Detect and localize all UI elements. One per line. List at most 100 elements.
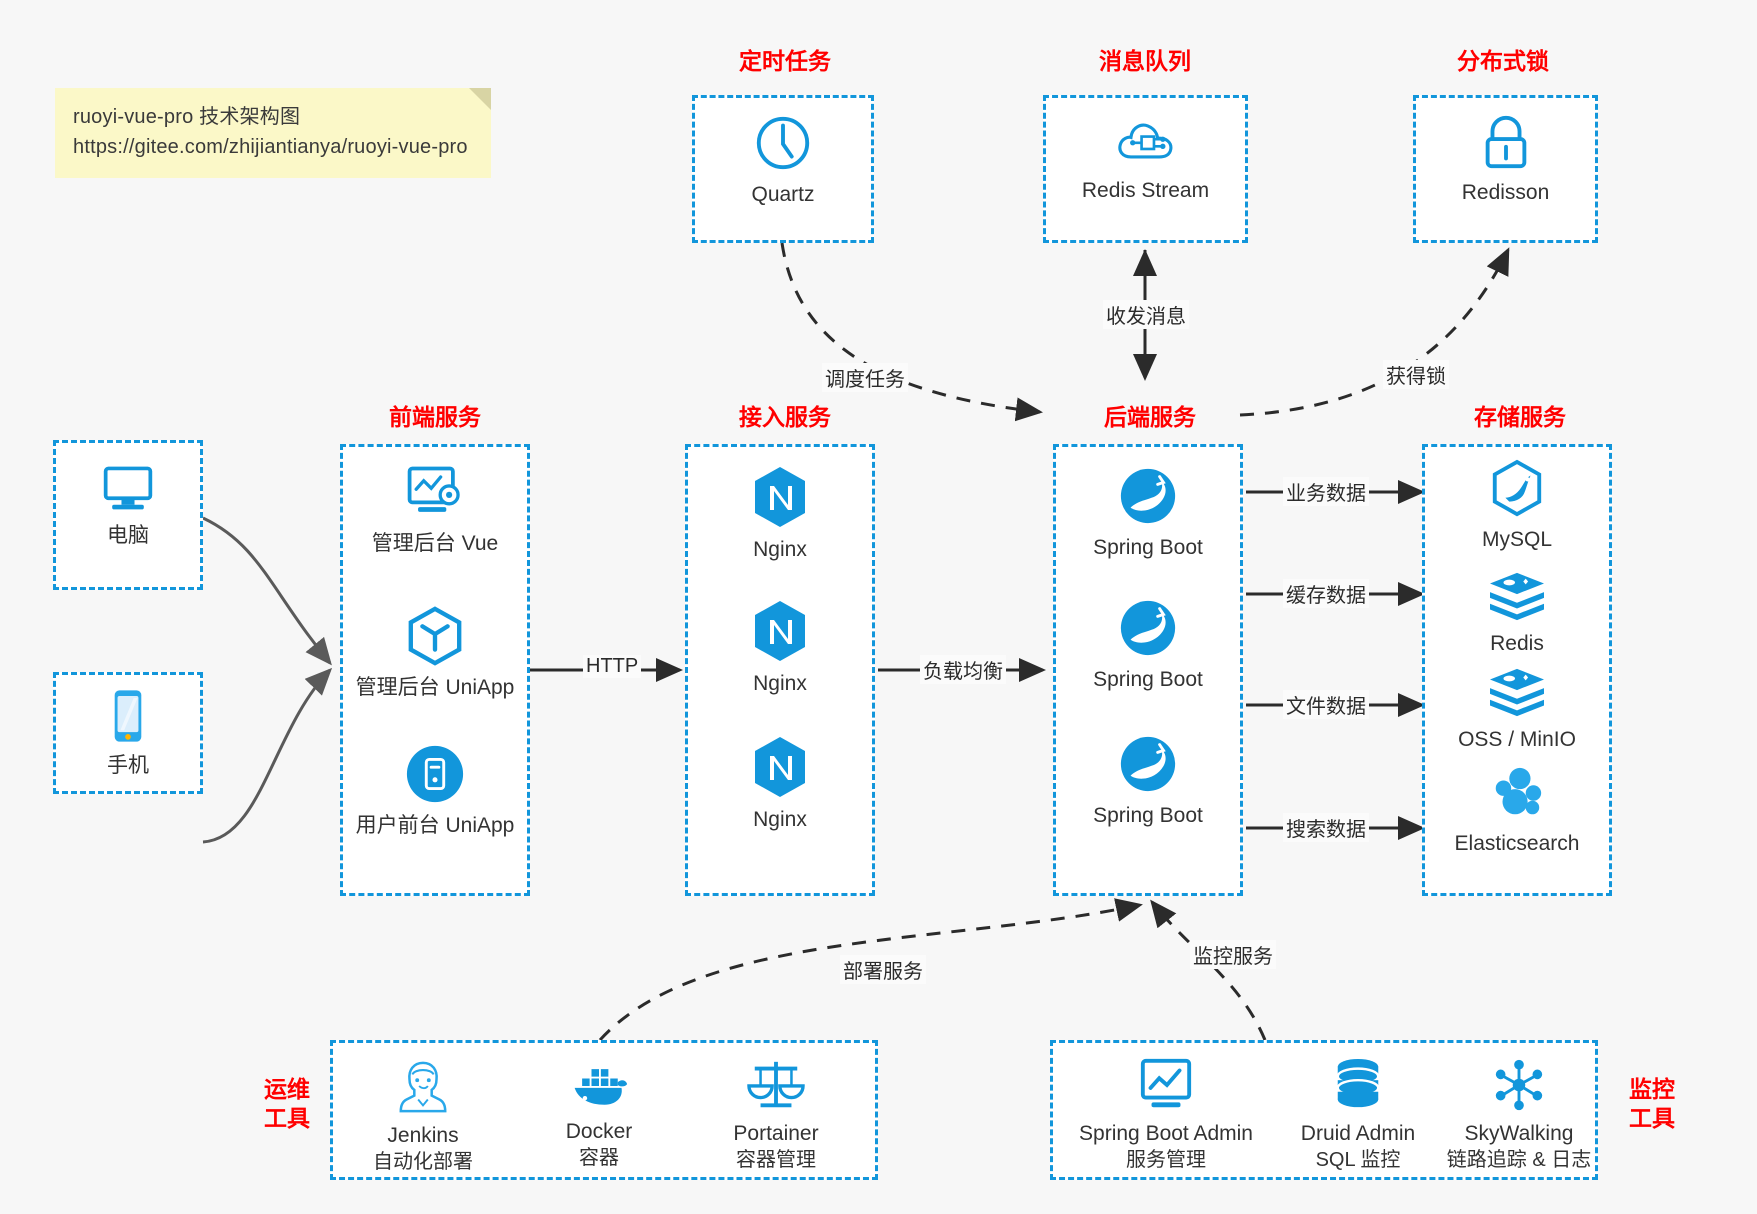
- edge-label-monitorsvc: 监控服务: [1190, 940, 1276, 969]
- spring-boot-icon: [1120, 468, 1176, 524]
- node-user-uniapp[interactable]: 用户前台 UniApp: [343, 743, 527, 839]
- node-redis[interactable]: Redis: [1425, 569, 1609, 657]
- node-label: Spring Boot: [1093, 804, 1203, 827]
- node-redisson[interactable]: Redisson: [1416, 112, 1595, 206]
- edge-label-filedata: 文件数据: [1283, 690, 1369, 719]
- node-springboot-2[interactable]: Spring Boot: [1056, 597, 1240, 693]
- node-label: 电脑: [107, 524, 149, 547]
- group-box-gateway: Nginx Nginx Nginx: [685, 444, 875, 896]
- node-skywalking[interactable]: SkyWalking 链路追踪 & 日志: [1429, 1057, 1609, 1173]
- edge-label-loadbalance: 负载均衡: [920, 655, 1006, 684]
- mobile-icon: [114, 690, 142, 742]
- node-label: 用户前台 UniApp: [355, 814, 515, 837]
- note-url: https://gitee.com/zhijiantianya/ruoyi-vu…: [73, 136, 468, 158]
- group-title-devops: 运维 工具: [252, 1075, 322, 1133]
- node-druid-admin[interactable]: Druid Admin SQL 监控: [1273, 1057, 1443, 1173]
- node-mobile[interactable]: 手机: [56, 687, 200, 779]
- node-redis-stream[interactable]: Redis Stream: [1046, 112, 1245, 204]
- node-sublabel: 服务管理: [1126, 1149, 1206, 1172]
- node-admin-vue[interactable]: 管理后台 Vue: [343, 463, 527, 557]
- edge-label-http: HTTP: [583, 655, 642, 678]
- nginx-icon: [755, 467, 805, 527]
- group-box-backend: Spring Boot Spring Boot Spring Boot: [1053, 444, 1243, 896]
- node-label: OSS / MinIO: [1458, 728, 1576, 751]
- scales-icon: [747, 1061, 805, 1108]
- edge-label-message: 收发消息: [1103, 300, 1189, 329]
- cloud-stream-icon: [1117, 123, 1172, 159]
- node-label: Docker: [565, 1120, 633, 1143]
- node-label: 管理后台 Vue: [371, 532, 499, 555]
- group-box-storage: MySQL Redis OSS / MinIO: [1422, 444, 1612, 896]
- desktop-icon: [103, 466, 153, 510]
- node-nginx-3[interactable]: Nginx: [688, 735, 872, 833]
- node-desktop[interactable]: 电脑: [56, 461, 200, 549]
- app-circle-icon: [406, 745, 464, 803]
- clock-icon: [756, 116, 810, 170]
- group-box-client-mobile: 手机: [53, 672, 203, 794]
- node-label: Elasticsearch: [1454, 832, 1580, 855]
- oss-minio-icon: [1490, 668, 1544, 717]
- node-quartz[interactable]: Quartz: [695, 112, 871, 208]
- node-label: Jenkins: [387, 1124, 459, 1147]
- devops-title-line2: 工具: [264, 1104, 310, 1131]
- node-label: SkyWalking: [1464, 1122, 1574, 1145]
- node-docker[interactable]: Docker 容器: [519, 1061, 679, 1171]
- node-jenkins[interactable]: Jenkins 自动化部署: [343, 1057, 503, 1175]
- group-title-gateway: 接入服务: [739, 404, 831, 430]
- nginx-icon: [755, 601, 805, 661]
- group-box-frontend: 管理后台 Vue 管理后台 UniApp 用户前台 UniApp: [340, 444, 530, 896]
- node-label: Spring Boot: [1093, 536, 1203, 559]
- nginx-icon: [755, 737, 805, 797]
- lock-icon: [1485, 115, 1526, 169]
- group-box-monitor: Spring Boot Admin 服务管理 Druid Admin SQL 监…: [1050, 1040, 1598, 1180]
- group-title-storage: 存储服务: [1474, 404, 1566, 430]
- group-title-scheduler: 定时任务: [739, 48, 831, 74]
- redis-icon: [1490, 572, 1544, 621]
- node-elasticsearch[interactable]: Elasticsearch: [1425, 765, 1609, 857]
- node-mysql[interactable]: MySQL: [1425, 459, 1609, 553]
- node-label: Quartz: [751, 183, 815, 206]
- node-label: 手机: [107, 754, 149, 777]
- group-box-lock: Redisson: [1413, 95, 1598, 243]
- node-nginx-2[interactable]: Nginx: [688, 599, 872, 697]
- group-title-monitor: 监控 工具: [1612, 1075, 1692, 1133]
- node-label: Redis Stream: [1081, 179, 1210, 202]
- node-springboot-3[interactable]: Spring Boot: [1056, 733, 1240, 829]
- edge-label-schedule: 调度任务: [822, 363, 908, 392]
- node-label: Nginx: [753, 672, 807, 695]
- monitor-chart-icon: [1140, 1058, 1192, 1108]
- node-label: Nginx: [753, 808, 807, 831]
- node-sublabel: SQL 监控: [1315, 1149, 1401, 1172]
- group-title-frontend: 前端服务: [389, 404, 481, 430]
- node-label: Spring Boot Admin: [1079, 1122, 1253, 1145]
- node-admin-uniapp[interactable]: 管理后台 UniApp: [343, 605, 527, 701]
- edge-label-bizdata: 业务数据: [1283, 477, 1369, 506]
- group-title-backend: 后端服务: [1104, 404, 1196, 430]
- diagram-note: ruoyi-vue-pro 技术架构图 https://gitee.com/zh…: [55, 88, 491, 178]
- group-box-scheduler: Quartz: [692, 95, 874, 243]
- spring-boot-icon: [1120, 736, 1176, 792]
- mysql-icon: [1492, 459, 1542, 517]
- group-box-mq: Redis Stream: [1043, 95, 1248, 243]
- spring-boot-icon: [1120, 600, 1176, 656]
- edge-label-deploy: 部署服务: [840, 955, 926, 984]
- edge-label-searchdata: 搜索数据: [1283, 813, 1369, 842]
- node-sublabel: 链路追踪 & 日志: [1446, 1149, 1592, 1172]
- node-springboot-1[interactable]: Spring Boot: [1056, 465, 1240, 561]
- node-portainer[interactable]: Portainer 容器管理: [691, 1057, 861, 1173]
- node-nginx-1[interactable]: Nginx: [688, 465, 872, 563]
- docker-icon: [574, 1069, 628, 1105]
- monitor-title-line1: 监控: [1629, 1076, 1675, 1102]
- skywalking-icon: [1495, 1059, 1543, 1111]
- note-title: ruoyi-vue-pro 技术架构图: [73, 106, 301, 128]
- node-sublabel: 容器管理: [736, 1149, 816, 1172]
- node-label: Portainer: [733, 1122, 819, 1145]
- group-title-lock: 分布式锁: [1457, 48, 1549, 74]
- node-spring-boot-admin[interactable]: Spring Boot Admin 服务管理: [1057, 1057, 1275, 1173]
- node-label: Spring Boot: [1093, 668, 1203, 691]
- monitor-title-line2: 工具: [1629, 1104, 1675, 1131]
- jenkins-icon: [399, 1061, 447, 1113]
- node-oss-minio[interactable]: OSS / MinIO: [1425, 665, 1609, 753]
- group-box-client-desktop: 电脑: [53, 440, 203, 590]
- node-label: Redis: [1490, 632, 1544, 655]
